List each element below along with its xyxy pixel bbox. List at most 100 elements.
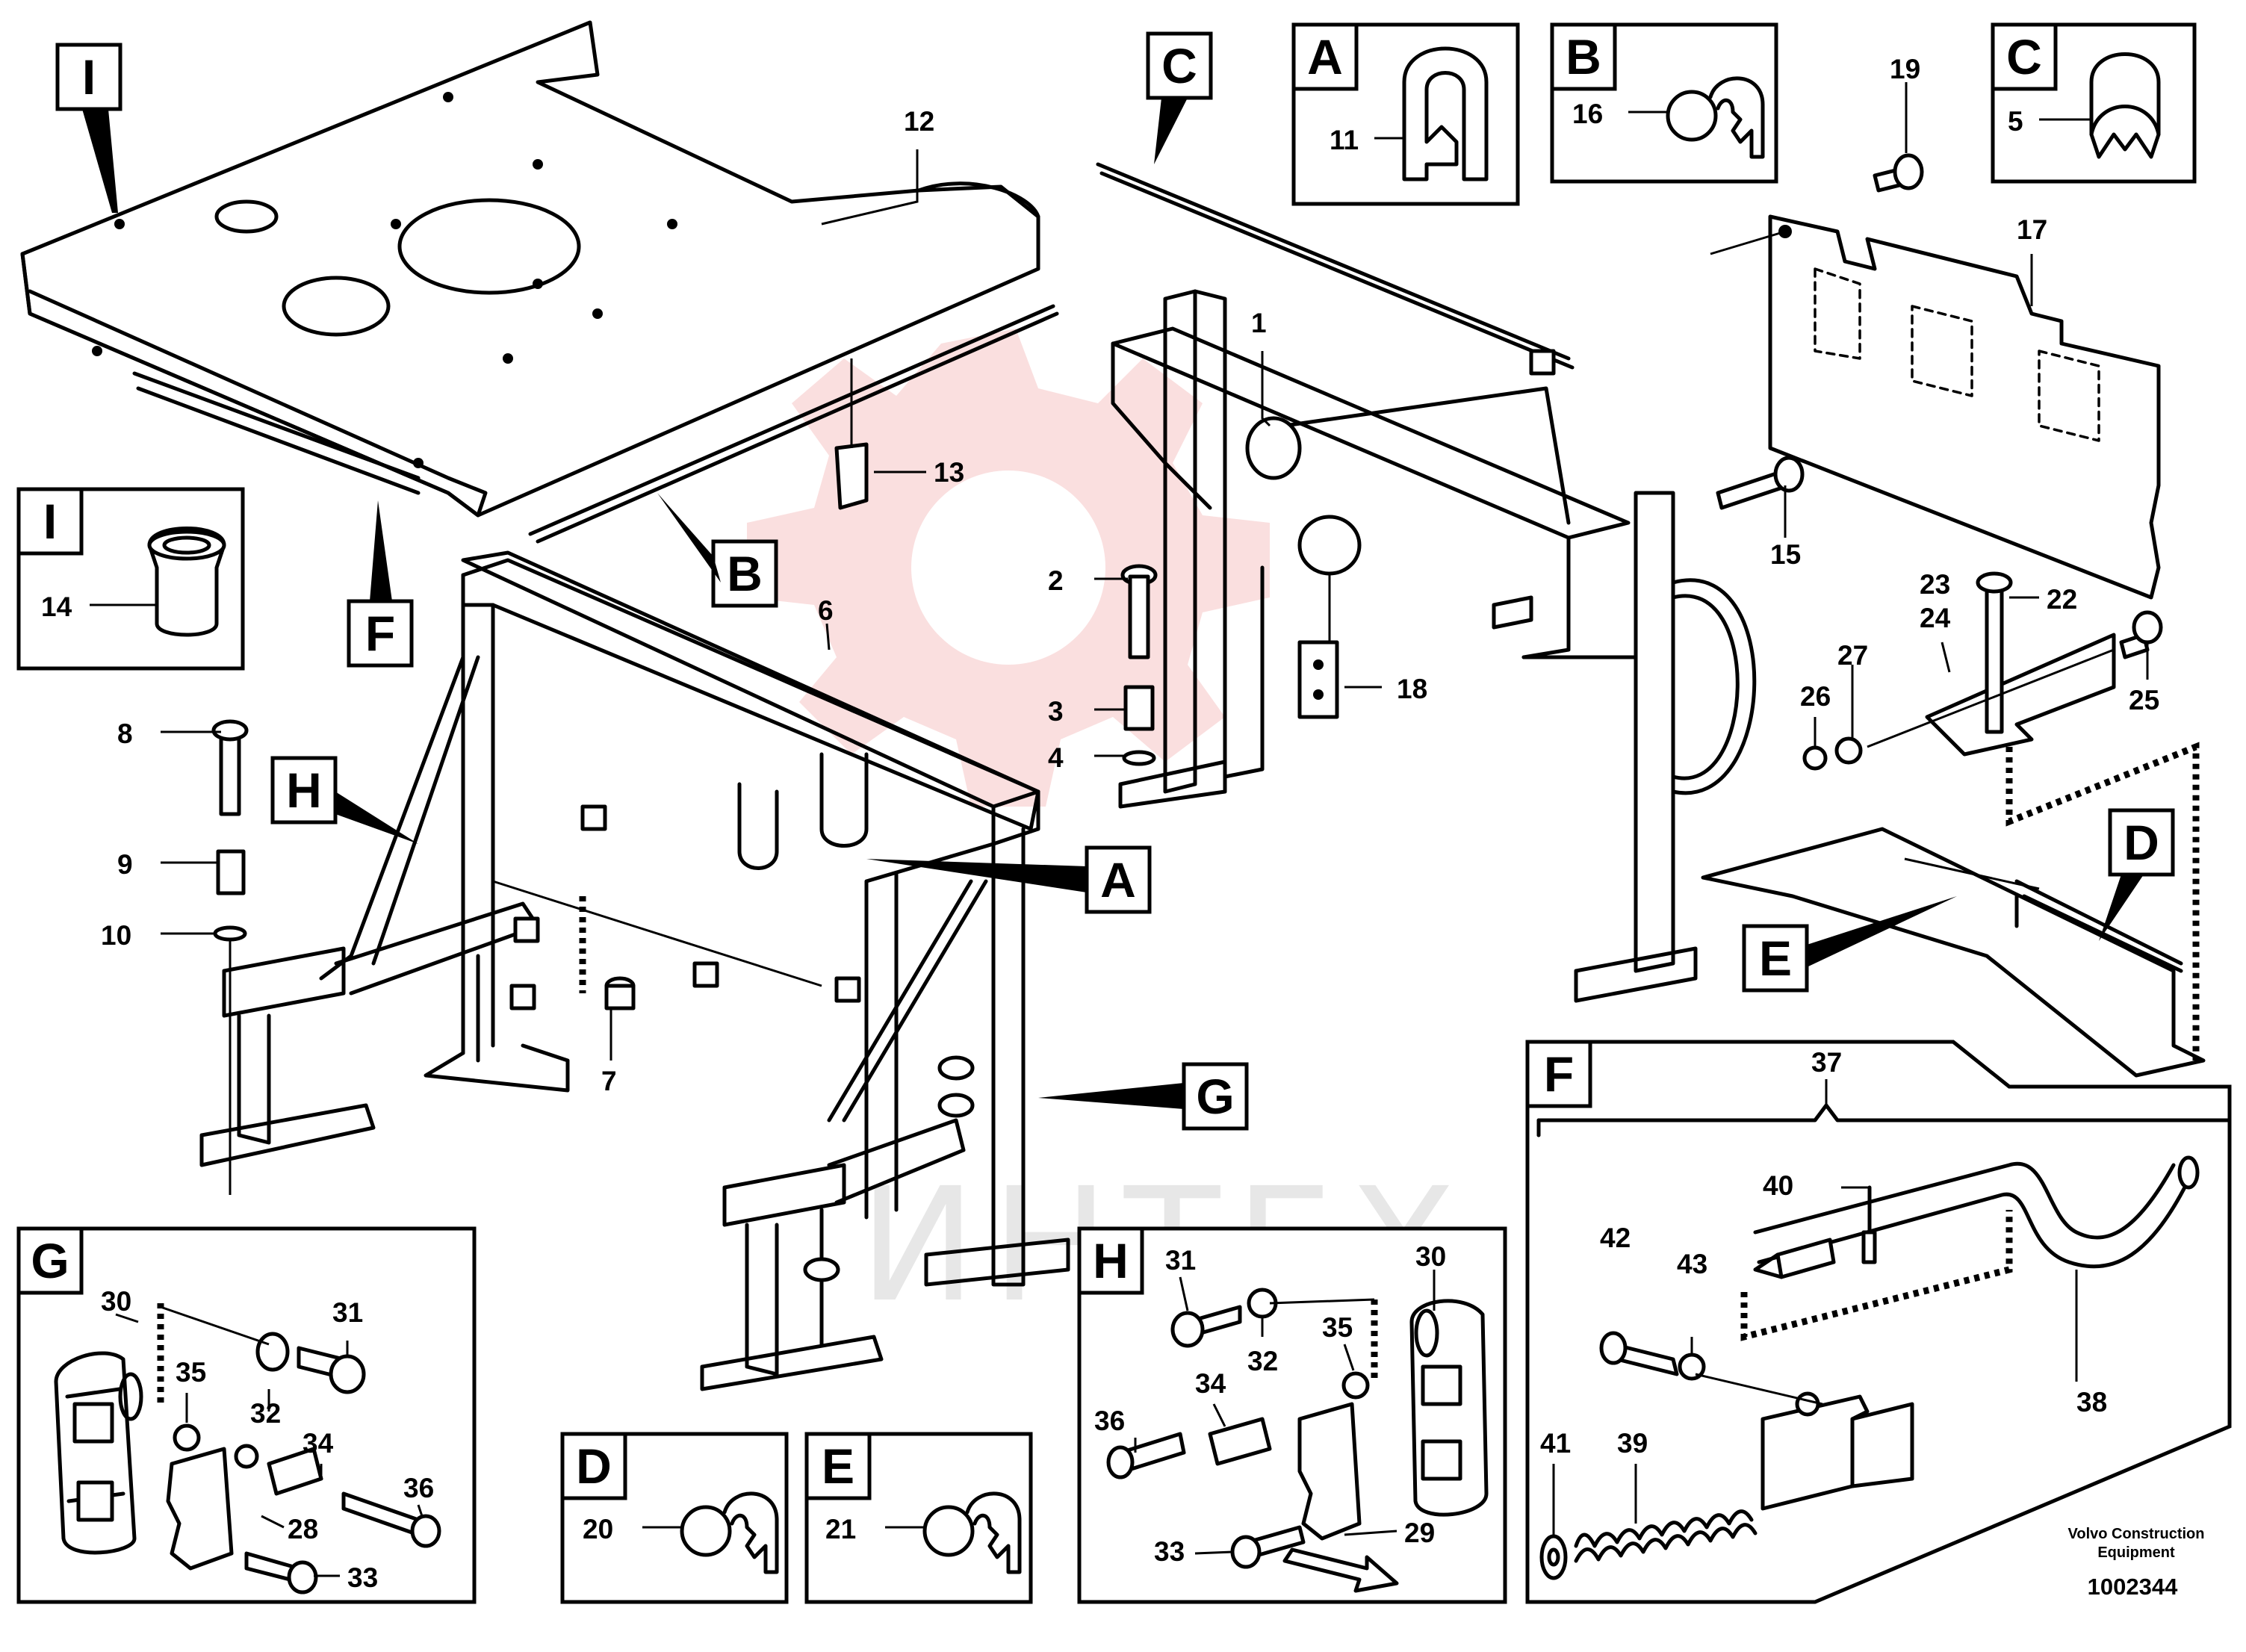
part-label-37: 37 bbox=[1811, 1047, 1842, 1078]
frame-center bbox=[1111, 289, 1757, 1003]
detail-panel-c: C bbox=[1991, 22, 2197, 184]
part-label-3: 3 bbox=[1048, 696, 1064, 727]
g-label-35: 35 bbox=[176, 1357, 206, 1388]
part-label-1: 1 bbox=[1251, 308, 1267, 338]
svg-text:F: F bbox=[1544, 1046, 1574, 1102]
callout-box-c-main: C bbox=[1146, 31, 1213, 164]
detail-panel-i: I bbox=[16, 487, 245, 671]
svg-text:I: I bbox=[82, 49, 96, 105]
seat-plate bbox=[20, 20, 1040, 518]
part-label-20: 20 bbox=[583, 1514, 613, 1544]
svg-text:G: G bbox=[31, 1233, 69, 1288]
h-label-34: 34 bbox=[1195, 1368, 1226, 1399]
part-label-11: 11 bbox=[1330, 125, 1359, 155]
part-label-4: 4 bbox=[1048, 742, 1064, 773]
svg-text:H: H bbox=[286, 763, 322, 818]
part-label-6: 6 bbox=[818, 595, 834, 626]
svg-text:D: D bbox=[576, 1438, 612, 1494]
svg-text:G: G bbox=[1196, 1069, 1234, 1124]
callout-box-d-main: D bbox=[2099, 808, 2175, 941]
svg-text:E: E bbox=[822, 1438, 854, 1494]
bolt-stack-8-9-10 bbox=[211, 719, 249, 1195]
svg-text:H: H bbox=[1093, 1233, 1129, 1288]
g-label-34: 34 bbox=[303, 1428, 334, 1459]
g-label-28: 28 bbox=[288, 1514, 318, 1544]
callout-box-f-main: F bbox=[347, 500, 414, 668]
part-label-10: 10 bbox=[101, 920, 131, 951]
callout-box-a-main: A bbox=[866, 845, 1152, 914]
bolt-19 bbox=[1873, 153, 1924, 193]
part-label-22: 22 bbox=[2047, 584, 2077, 615]
h-label-35: 35 bbox=[1322, 1312, 1353, 1343]
detail-panel-e: E bbox=[804, 1432, 1033, 1604]
part-label-16: 16 bbox=[1572, 99, 1603, 129]
part-label-41: 41 bbox=[1540, 1428, 1571, 1459]
bracket-23-24 bbox=[1802, 571, 2200, 1061]
h-label-33: 33 bbox=[1154, 1536, 1185, 1567]
footer-company: Volvo Construction bbox=[2068, 1526, 2205, 1542]
part-label-26: 26 bbox=[1800, 681, 1831, 712]
frame-left-rear bbox=[199, 558, 1040, 1167]
g-label-32: 32 bbox=[250, 1398, 281, 1429]
panel-17 bbox=[1710, 214, 2161, 600]
footer-number: 1002344 bbox=[2088, 1574, 2178, 1600]
svg-text:B: B bbox=[1566, 29, 1601, 84]
callout-box-g-main: G bbox=[1038, 1062, 1249, 1131]
svg-text:C: C bbox=[2006, 29, 2042, 84]
rod-b bbox=[528, 304, 1055, 536]
svg-text:A: A bbox=[1307, 29, 1343, 84]
part-label-17: 17 bbox=[2017, 214, 2047, 245]
svg-text:F: F bbox=[365, 606, 395, 661]
part-label-7: 7 bbox=[601, 1066, 617, 1096]
footer-company-2: Equipment bbox=[2097, 1544, 2175, 1561]
part-18-block bbox=[1297, 640, 1339, 719]
detail-panel-d: D bbox=[560, 1432, 789, 1604]
callout-box-h-main: H bbox=[270, 756, 418, 844]
part-label-8: 8 bbox=[117, 718, 133, 749]
bolt-stack-2-3-4 bbox=[1120, 564, 1158, 766]
callout-box-e-main: E bbox=[1742, 896, 1957, 993]
svg-text:E: E bbox=[1759, 931, 1792, 986]
part-label-9: 9 bbox=[117, 849, 133, 880]
g-label-31: 31 bbox=[332, 1297, 363, 1328]
part-label-15: 15 bbox=[1770, 539, 1801, 570]
callout-box-b-main: B bbox=[657, 493, 778, 608]
svg-text:D: D bbox=[2124, 815, 2159, 870]
svg-text:I: I bbox=[43, 494, 57, 549]
frame-front bbox=[461, 550, 1070, 1391]
part-label-25: 25 bbox=[2129, 685, 2159, 715]
part-label-39: 39 bbox=[1617, 1428, 1648, 1459]
part-13-clip bbox=[834, 442, 869, 510]
part-label-21: 21 bbox=[825, 1514, 856, 1544]
g-label-33: 33 bbox=[347, 1562, 378, 1593]
part-label-38: 38 bbox=[2076, 1387, 2107, 1417]
part-label-24: 24 bbox=[1920, 603, 1951, 633]
svg-text:A: A bbox=[1100, 852, 1136, 907]
part-label-42: 42 bbox=[1600, 1223, 1631, 1253]
part-label-5: 5 bbox=[2008, 106, 2023, 137]
part-label-12: 12 bbox=[904, 106, 934, 137]
g-label-30: 30 bbox=[101, 1286, 131, 1317]
h-label-29: 29 bbox=[1404, 1518, 1435, 1548]
svg-text:C: C bbox=[1161, 38, 1197, 93]
detail-panel-b: B bbox=[1550, 22, 1778, 184]
leader-lines bbox=[115, 82, 2149, 1577]
h-label-30: 30 bbox=[1415, 1241, 1446, 1272]
part-label-2: 2 bbox=[1048, 565, 1064, 596]
part-label-40: 40 bbox=[1763, 1170, 1793, 1201]
part-label-27: 27 bbox=[1837, 640, 1868, 671]
part-label-14: 14 bbox=[41, 591, 72, 622]
part-label-43: 43 bbox=[1677, 1249, 1707, 1279]
part-numbers: 12 13 6 1 2 3 4 18 8 9 10 7 14 11 16 5 1… bbox=[41, 54, 2159, 1593]
detail-panel-f: F bbox=[1525, 1040, 2232, 1604]
callout-box-i-main: I bbox=[55, 43, 122, 213]
part-label-13: 13 bbox=[934, 457, 964, 488]
detail-panel-a: A bbox=[1291, 22, 1520, 206]
part-label-23: 23 bbox=[1920, 569, 1950, 600]
detail-panel-g: G bbox=[16, 1226, 477, 1604]
svg-text:B: B bbox=[727, 546, 763, 601]
footer: Volvo Construction Equipment 1002344 bbox=[2068, 1526, 2205, 1600]
rod-c bbox=[1096, 162, 1571, 361]
h-label-36: 36 bbox=[1094, 1406, 1125, 1436]
